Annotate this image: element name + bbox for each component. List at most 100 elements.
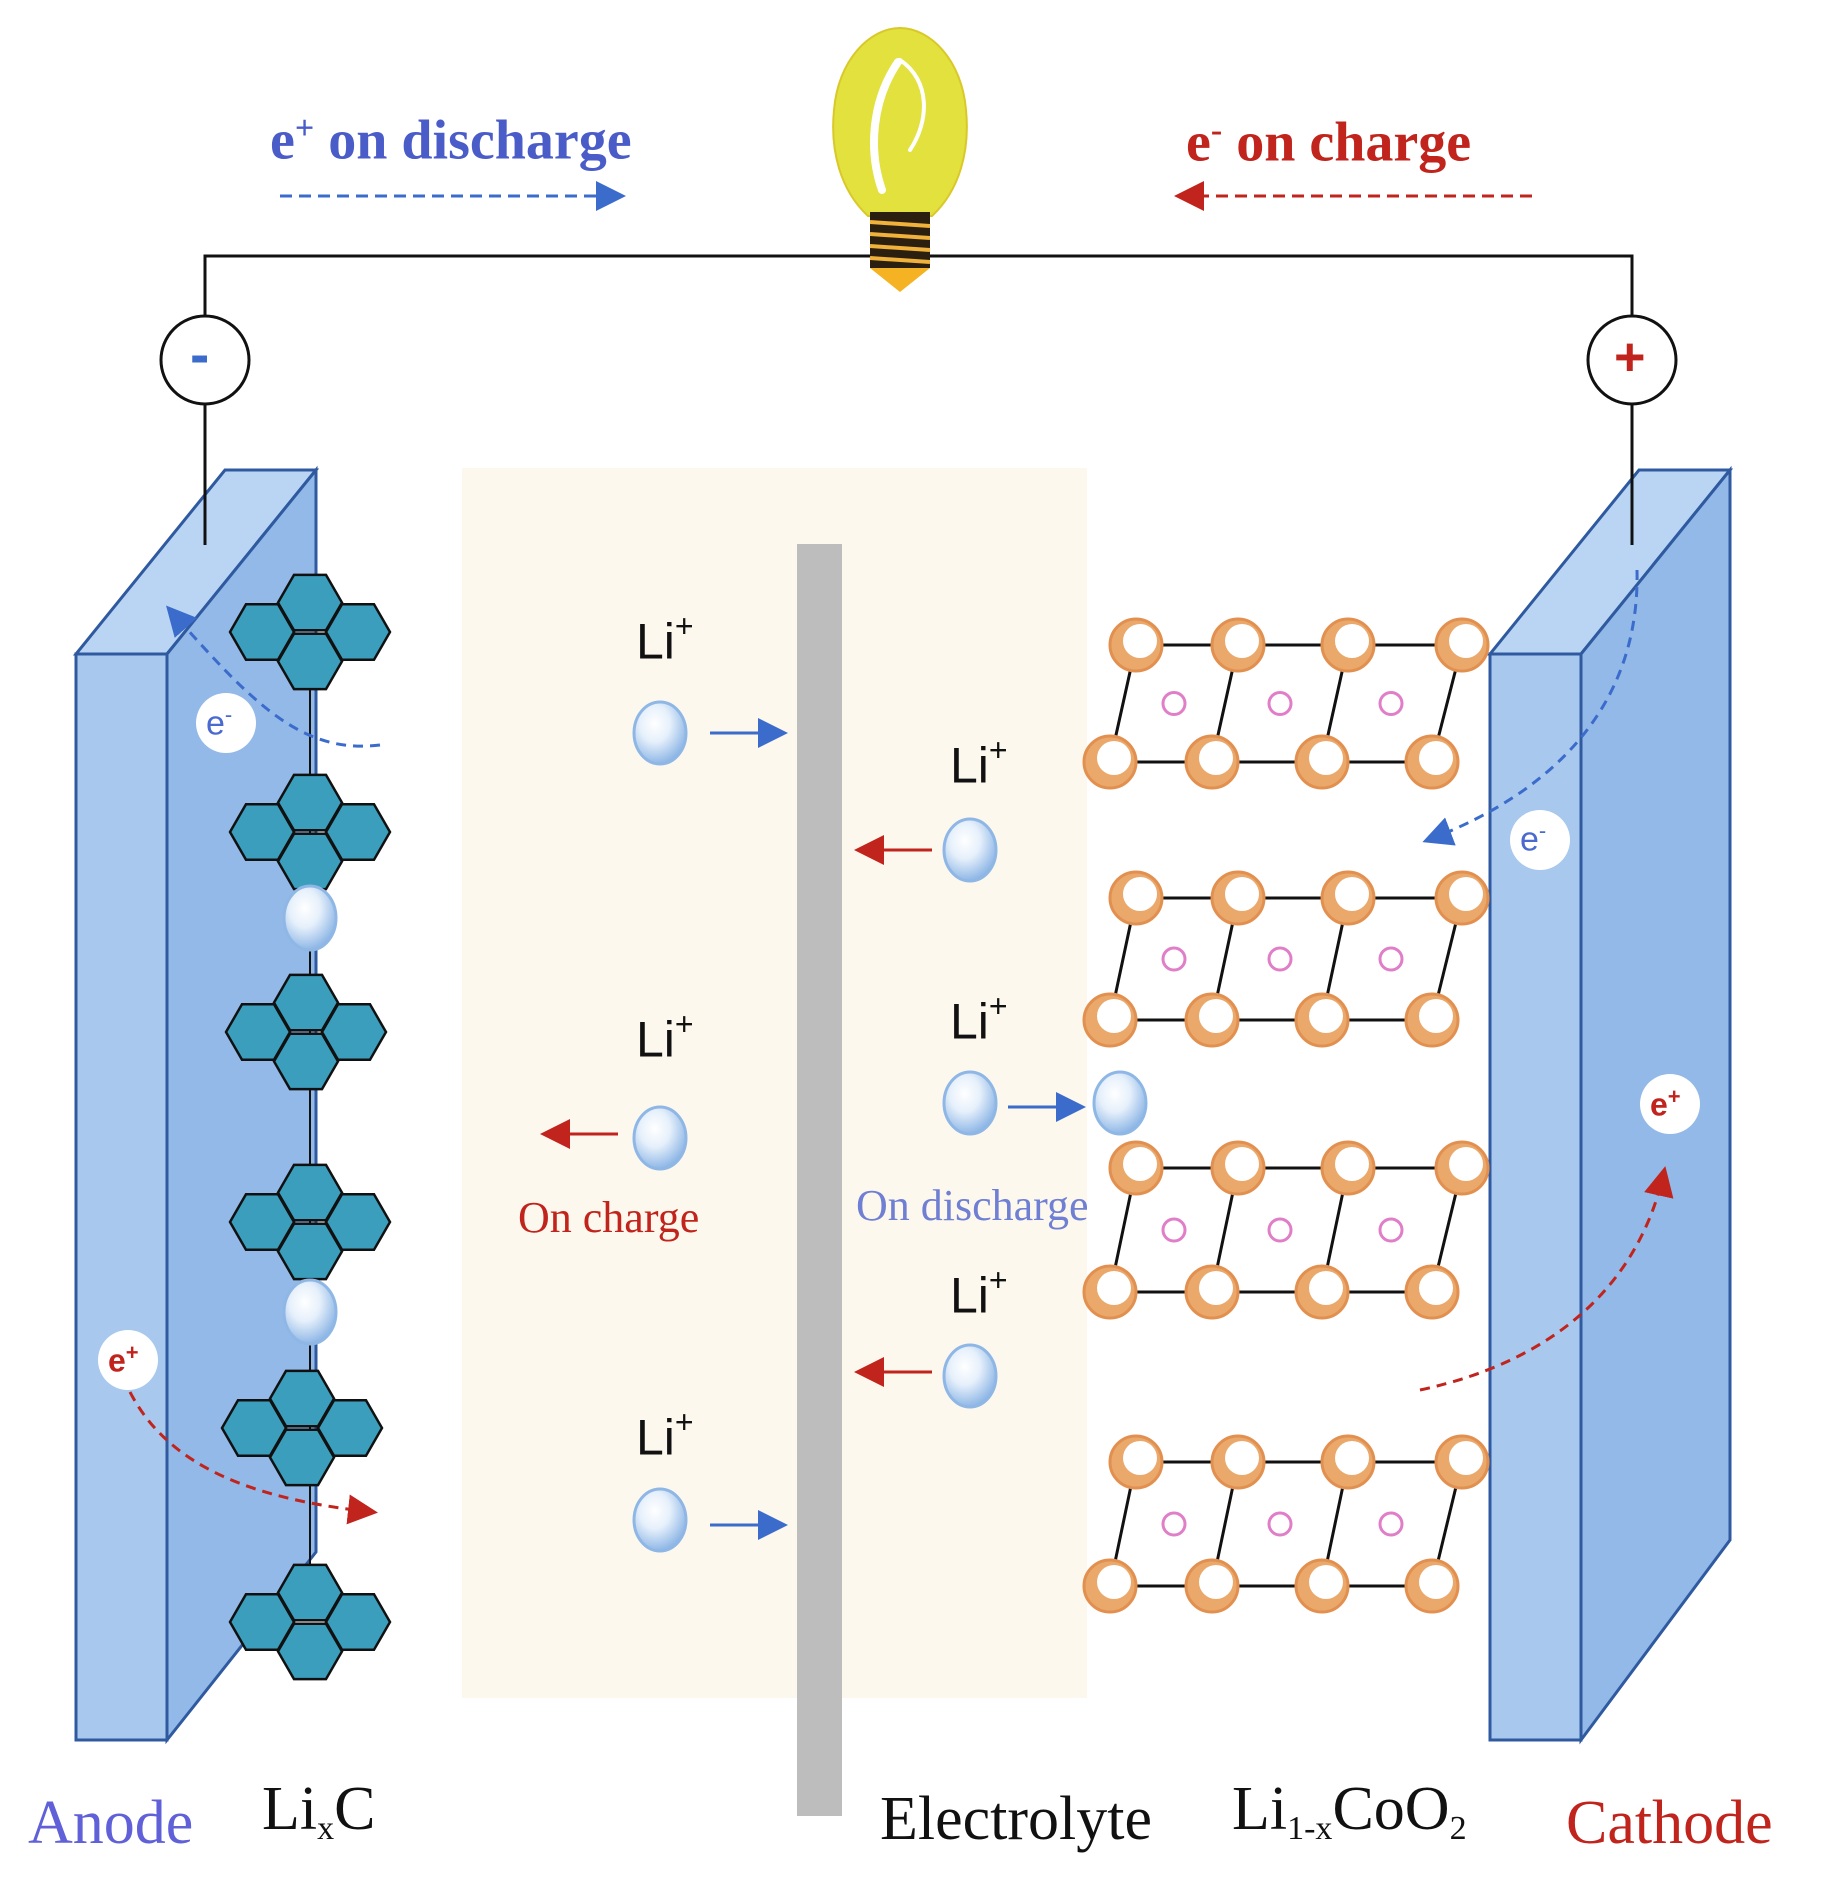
- separator: [797, 544, 842, 1816]
- positron-badge: [1640, 1074, 1700, 1134]
- graphite-cluster: [228, 773, 392, 891]
- vacancy-site: [1267, 1511, 1293, 1537]
- vacancy-site: [1267, 691, 1293, 716]
- vacancy-site: [1267, 1217, 1293, 1243]
- graphite-cluster: [224, 973, 388, 1091]
- cobalt-atom: [1404, 734, 1460, 790]
- vacancy-site: [1267, 946, 1293, 972]
- li-ion-label: Li+: [636, 608, 694, 670]
- cobalt-atom: [1210, 1140, 1266, 1196]
- li-ion-label: Li+: [950, 988, 1008, 1050]
- li-ion-sphere: [1092, 1070, 1148, 1136]
- cobalt-atom: [1294, 992, 1350, 1048]
- positron-badge: [98, 1330, 158, 1390]
- li-ion-sphere: [282, 884, 338, 952]
- graphite-hexagon: [268, 1428, 336, 1487]
- graphite-hexagon: [324, 803, 392, 861]
- vacancy-site: [1378, 1511, 1404, 1537]
- electrolyte-region: [462, 468, 1087, 1698]
- charge-flow-label: e- on charge: [1186, 111, 1472, 174]
- graphite-cluster: [228, 573, 392, 691]
- discharge-flow-label: e+ on discharge: [270, 109, 632, 172]
- lattice-layer-row: [1082, 617, 1490, 790]
- cobalt-atom: [1434, 870, 1490, 926]
- cobalt-atom: [1184, 992, 1240, 1048]
- positron-label: e+: [108, 1340, 139, 1379]
- li-ion-sphere: [942, 817, 998, 883]
- cathode-material-label: Li1-xCoO2: [1232, 1775, 1467, 1847]
- electron-label: e-: [1520, 818, 1547, 859]
- cobalt-atom: [1434, 1434, 1490, 1490]
- vacancy-site: [1161, 691, 1187, 716]
- lico-lattice: [1082, 617, 1490, 1614]
- vacancy-site: [1378, 1217, 1404, 1243]
- anode-label: Anode: [28, 1789, 194, 1857]
- li-ion-label: Li+: [636, 1404, 694, 1466]
- graphite-hexagon: [276, 632, 344, 691]
- li-ion-sphere: [632, 700, 688, 766]
- vacancy-site: [1161, 1217, 1187, 1243]
- electron-path-cathode: [1422, 569, 1639, 846]
- cobalt-atom: [1210, 1434, 1266, 1490]
- graphite-hexagon: [276, 832, 344, 891]
- cobalt-atom: [1082, 1264, 1138, 1320]
- cobalt-atom: [1082, 992, 1138, 1048]
- cobalt-atom: [1108, 870, 1164, 926]
- vacancy-site: [1378, 691, 1404, 716]
- positron-label: e+: [1650, 1084, 1681, 1123]
- cobalt-atom: [1404, 992, 1460, 1048]
- li-ion-sphere: [942, 1070, 998, 1136]
- graphite-hexagon: [324, 1593, 392, 1651]
- positron-path-cathode: [1419, 1166, 1674, 1392]
- cobalt-atom: [1082, 1558, 1138, 1614]
- electron-badge: [196, 693, 256, 753]
- graphite-hexagon: [320, 1003, 388, 1061]
- minus-terminal-label: -: [190, 322, 210, 387]
- cobalt-atom: [1320, 870, 1376, 926]
- cobalt-atom: [1184, 734, 1240, 790]
- graphite-hexagon: [324, 1193, 392, 1251]
- graphite-layer: [220, 573, 392, 1681]
- electron-badge: [1510, 810, 1570, 870]
- lattice-layer-row: [1082, 1434, 1490, 1614]
- cobalt-atom: [1108, 1140, 1164, 1196]
- vacancy-site: [1161, 1511, 1187, 1537]
- graphite-hexagon: [276, 1622, 344, 1681]
- cobalt-atom: [1294, 1558, 1350, 1614]
- graphite-cluster: [228, 1563, 392, 1681]
- graphite-hexagon: [316, 1399, 384, 1457]
- cobalt-atom: [1082, 734, 1138, 790]
- cobalt-atom: [1184, 1264, 1240, 1320]
- electrolyte-label: Electrolyte: [880, 1785, 1152, 1853]
- cobalt-atom: [1434, 1140, 1490, 1196]
- cobalt-atom: [1404, 1264, 1460, 1320]
- plus-terminal-label: +: [1614, 327, 1646, 387]
- cobalt-atom: [1404, 1558, 1460, 1614]
- cobalt-atom: [1210, 870, 1266, 926]
- cobalt-atom: [1108, 617, 1164, 673]
- li-ion-label: Li+: [950, 732, 1008, 794]
- graphite-hexagon: [272, 1032, 340, 1091]
- cobalt-atom: [1184, 1558, 1240, 1614]
- graphite-cluster: [228, 1163, 392, 1281]
- graphite-cluster: [220, 1369, 384, 1487]
- on-charge-label: On charge: [518, 1193, 700, 1242]
- vacancy-site: [1161, 946, 1187, 972]
- cobalt-atom: [1210, 617, 1266, 673]
- anode-material-label: LixC: [262, 1775, 376, 1847]
- li-ion-sphere: [942, 1343, 998, 1409]
- li-ion-sphere: [632, 1105, 688, 1171]
- li-ion-label: Li+: [950, 1262, 1008, 1324]
- li-ion-label: Li+: [636, 1006, 694, 1068]
- cobalt-atom: [1320, 617, 1376, 673]
- cobalt-atom: [1294, 1264, 1350, 1320]
- cobalt-atom: [1320, 1434, 1376, 1490]
- graphite-hexagon: [324, 603, 392, 661]
- light-bulb-icon: [832, 26, 968, 292]
- cobalt-atom: [1294, 734, 1350, 790]
- negative-terminal: [159, 314, 251, 406]
- li-ion-sphere: [632, 1487, 688, 1553]
- cobalt-atom: [1320, 1140, 1376, 1196]
- li-ion-sphere: [282, 1278, 338, 1346]
